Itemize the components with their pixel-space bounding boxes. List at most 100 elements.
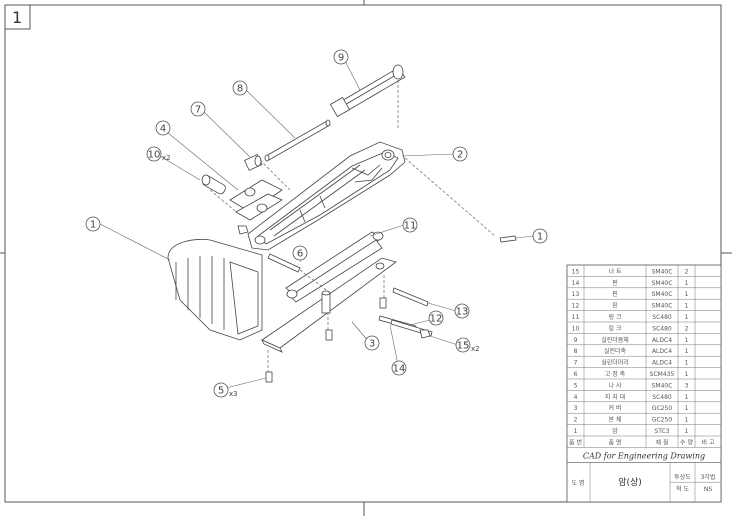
table-cell: STC3	[654, 428, 669, 435]
table-cell: ALDC4	[652, 348, 672, 355]
balloon-number: 1	[537, 232, 543, 243]
balloon-13: 13	[454, 303, 470, 319]
balloon-3: 3	[364, 335, 380, 351]
table-cell: GC250	[652, 405, 672, 412]
balloon-circle	[333, 49, 349, 65]
balloon-8: 8	[232, 80, 248, 96]
table-cell: 1	[685, 348, 689, 355]
table-cell: 핀	[612, 290, 618, 298]
table-cell: 1	[685, 314, 689, 321]
table-cell: 수 량	[680, 439, 693, 446]
balloon-4: 4	[155, 120, 171, 136]
table-cell: ALDC4	[652, 337, 672, 344]
balloon-number: 8	[237, 84, 243, 95]
table-cell: 1	[685, 360, 689, 367]
drawing-name-label: 도 명	[572, 479, 585, 487]
balloon-number: 9	[338, 53, 344, 64]
table-cell: 1	[685, 394, 689, 401]
table-row: 5 나 사 SM40C 3	[567, 381, 721, 391]
part-support	[229, 179, 283, 221]
balloon-multiplier: x2	[162, 154, 171, 162]
sheet-number: 1	[12, 8, 22, 27]
balloon-circle	[85, 216, 101, 232]
table-cell: 13	[572, 291, 580, 298]
table-cell: 1	[574, 428, 578, 435]
assembly-lines	[209, 80, 496, 372]
table-cell: GC250	[652, 417, 672, 424]
table-cell: 커 버	[609, 404, 622, 412]
table-cell: 1	[685, 417, 689, 424]
table-cell: SM40C	[652, 268, 673, 275]
part-main-body	[247, 141, 406, 251]
table-cell: 1	[685, 303, 689, 310]
balloon-circle	[428, 310, 444, 326]
balloon-number: 5	[218, 386, 224, 397]
table-cell: 비 고	[702, 438, 715, 446]
table-cell: SC480	[652, 394, 672, 401]
table-cell: 실린더머리	[601, 359, 629, 367]
balloon-circle	[455, 337, 471, 353]
balloon-12: 12	[428, 310, 444, 326]
scale-value: NS	[704, 486, 712, 493]
table-cell: 2	[574, 417, 578, 424]
balloon-circle	[292, 245, 308, 261]
table-cell: 1	[685, 405, 689, 412]
table-cell: 본 체	[609, 416, 622, 424]
table-cell: 11	[572, 314, 580, 321]
drawing-name: 암(상)	[618, 476, 642, 488]
part-link-left	[201, 174, 226, 195]
table-cell: SM40C	[652, 303, 673, 310]
table-cell: 품 명	[609, 438, 622, 446]
balloon-7: 7	[190, 101, 206, 117]
part-cylinder-head	[244, 153, 263, 171]
table-cell: 실린더축	[604, 347, 627, 355]
table-cell: 링 크	[609, 325, 622, 332]
balloon-circle	[146, 146, 162, 162]
balloon-number: 13	[456, 307, 469, 318]
table-cell: 15	[572, 268, 580, 275]
table-cell: 7	[574, 360, 578, 367]
balloon-circle	[391, 360, 407, 376]
leader-lines	[99, 56, 535, 389]
table-cell: 3	[685, 382, 689, 389]
table-cell: 암	[612, 427, 618, 435]
part-cylinder-body	[329, 64, 406, 118]
table-cell: SM40C	[652, 382, 673, 389]
table-cell: 9	[574, 337, 578, 344]
table-cell: SM40C	[652, 291, 673, 298]
table-cell: 5	[574, 382, 578, 389]
table-cell: 지 지 대	[605, 393, 625, 401]
table-row: 7 실린더머리 ALDC4 1	[567, 359, 721, 368]
table-row: 2 본 체 GC250 1	[567, 416, 721, 425]
projection-value: 3각법	[701, 473, 716, 481]
balloon-circle	[232, 80, 248, 96]
balloon-multiplier: x3	[229, 390, 238, 398]
table-cell: 6	[574, 371, 578, 378]
balloon-5: 5 x3	[213, 382, 238, 398]
table-cell: 2	[685, 268, 689, 275]
balloon-number: 11	[404, 221, 417, 232]
table-cell: 나 사	[609, 381, 622, 389]
balloon-number: 1	[90, 220, 96, 231]
balloon-circle	[364, 335, 380, 351]
balloon-9: 9	[333, 49, 349, 65]
table-cell: 재 질	[656, 438, 669, 446]
table-cell: SM40C	[652, 280, 673, 287]
table-cell: ALDC4	[652, 360, 672, 367]
table-cell: 12	[572, 303, 580, 310]
part-screws	[265, 297, 387, 383]
balloon-number: 4	[160, 124, 166, 135]
